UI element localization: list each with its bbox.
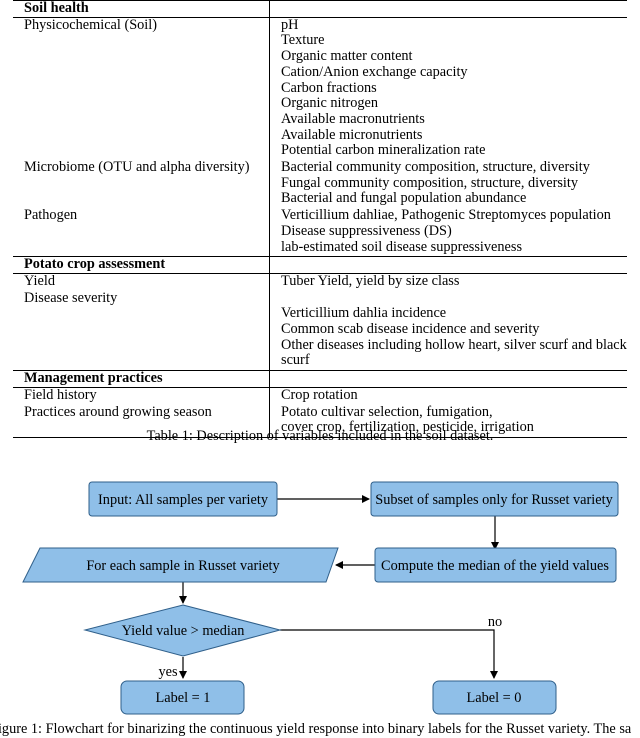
section-header-row: Management practices: [13, 370, 627, 388]
table-row: Disease severity Verticillium dahlia inc…: [13, 290, 627, 372]
variable-item: Organic matter content: [281, 48, 413, 65]
section-empty-cell: [269, 370, 627, 388]
section-header-row: Soil health: [13, 0, 627, 18]
section-empty-cell: [269, 256, 627, 274]
subset-box: Subset of samples only for Russet variet…: [370, 481, 619, 517]
decision-label: Yield value > median: [122, 623, 245, 639]
variable-item: Available macronutrients: [281, 110, 425, 127]
section-header-row: Potato crop assessment: [13, 257, 627, 274]
foreach-label: For each sample in Russet variety: [86, 558, 280, 574]
table-row: Microbiome (OTU and alpha diversity) Bact…: [13, 159, 628, 209]
variable-item: Potential carbon mineralization rate: [281, 142, 486, 159]
median-box: Compute the median of the yield values: [374, 547, 617, 583]
variable-item: Crop rotation: [281, 386, 358, 403]
label1-box-shape: [120, 680, 245, 715]
variable-item: Texture: [281, 32, 325, 49]
variable-item: Available micronutrients: [281, 126, 423, 143]
decision-diamond: Yield value > median: [83, 604, 282, 657]
label1-box-label: Label = 1: [156, 690, 211, 706]
variable-item: lab-estimated soil disease suppressivene…: [281, 238, 523, 255]
variable-item: Verticillium dahlia incidence: [281, 305, 447, 322]
flow-arrows: [179, 495, 499, 679]
median-box-label: Compute the median of the yield values: [381, 558, 609, 574]
label0-box-shape: [432, 680, 557, 715]
variable-item: [281, 291, 627, 307]
variable-item: pH: [281, 16, 299, 33]
variable-group-cell: Field history: [13, 387, 270, 405]
variables-cell: Crop rotation: [270, 387, 628, 404]
decision-shape: [83, 604, 282, 657]
input-box-shape: [88, 481, 278, 517]
table-caption: Table 1: Description of variables includ…: [146, 428, 494, 444]
table-row: Pathogen Verticillium dahliae, Pathogenic…: [13, 207, 627, 258]
variable-group-cell: Disease severity: [13, 290, 270, 372]
input-box: Input: All samples per variety: [88, 481, 278, 517]
variables-cell: Verticillium dahliae, Pathogenic Strepto…: [269, 207, 627, 258]
variable-item: Common scab disease incidence and severi…: [281, 321, 540, 338]
section-title: Soil health: [13, 0, 270, 18]
flowchart-svg: Input: All samples per variety Subset of…: [22, 481, 619, 715]
variable-item: Other diseases including hollow heart, s…: [281, 336, 627, 369]
variables-cell: Tuber Yield, yield by size class: [270, 273, 628, 290]
variable-item: Cation/Anion exchange capacity: [281, 63, 468, 80]
table-row: Yield Tuber Yield, yield by size class: [13, 273, 628, 291]
label0-box: Label = 0: [432, 680, 557, 715]
variable-group-cell: Physicochemical (Soil): [13, 17, 270, 161]
variable-group-cell: Pathogen: [13, 207, 270, 258]
foreach-shape: [22, 547, 339, 583]
variable-item: Tuber Yield, yield by size class: [281, 272, 460, 289]
variable-item: Organic nitrogen: [281, 95, 379, 112]
variable-item: Fungal community composition, structure,…: [281, 174, 579, 191]
variable-item: Carbon fractions: [281, 79, 377, 96]
variable-item: Verticillium dahliae, Pathogenic Strepto…: [281, 207, 611, 224]
section-title: Management practices: [13, 370, 270, 388]
median-box-shape: [374, 547, 617, 583]
yes-label: yes: [158, 664, 177, 680]
variable-group-cell: Practices around growing season: [13, 404, 270, 438]
arrow-decision-no: [280, 629, 498, 679]
variable-item: Bacterial community composition, structu…: [281, 159, 590, 176]
variable-group-cell: Microbiome (OTU and alpha diversity): [13, 159, 270, 209]
flowchart: Input: All samples per variety Subset of…: [0, 470, 640, 725]
subset-box-shape: [370, 481, 619, 517]
variable-item: Disease suppressiveness (DS): [281, 222, 452, 239]
section-title: Potato crop assessment: [13, 257, 270, 274]
foreach-parallelogram: For each sample in Russet variety: [22, 547, 339, 583]
variable-item: Bacterial and fungal population abundanc…: [281, 190, 527, 207]
figure-caption: Figure 1: Flowchart for binarizing the c…: [0, 721, 632, 737]
variables-cell: Potato cultivar selection, fumigation,co…: [269, 403, 627, 438]
variable-group-cell: Yield: [13, 273, 270, 291]
variable-item: Potato cultivar selection, fumigation,: [281, 403, 493, 420]
label1-box: Label = 1: [120, 680, 245, 715]
label0-box-label: Label = 0: [467, 690, 522, 706]
variables-cell: Bacterial community composition, structu…: [270, 159, 628, 208]
input-box-label: Input: All samples per variety: [98, 492, 269, 508]
table-row: Field history Crop rotation: [13, 387, 628, 405]
section-empty-cell: [269, 0, 627, 18]
variable-item: cover crop, fertilization, pesticide, ir…: [281, 419, 534, 436]
subset-box-label: Subset of samples only for Russet variet…: [375, 492, 613, 508]
no-label: no: [488, 614, 502, 630]
